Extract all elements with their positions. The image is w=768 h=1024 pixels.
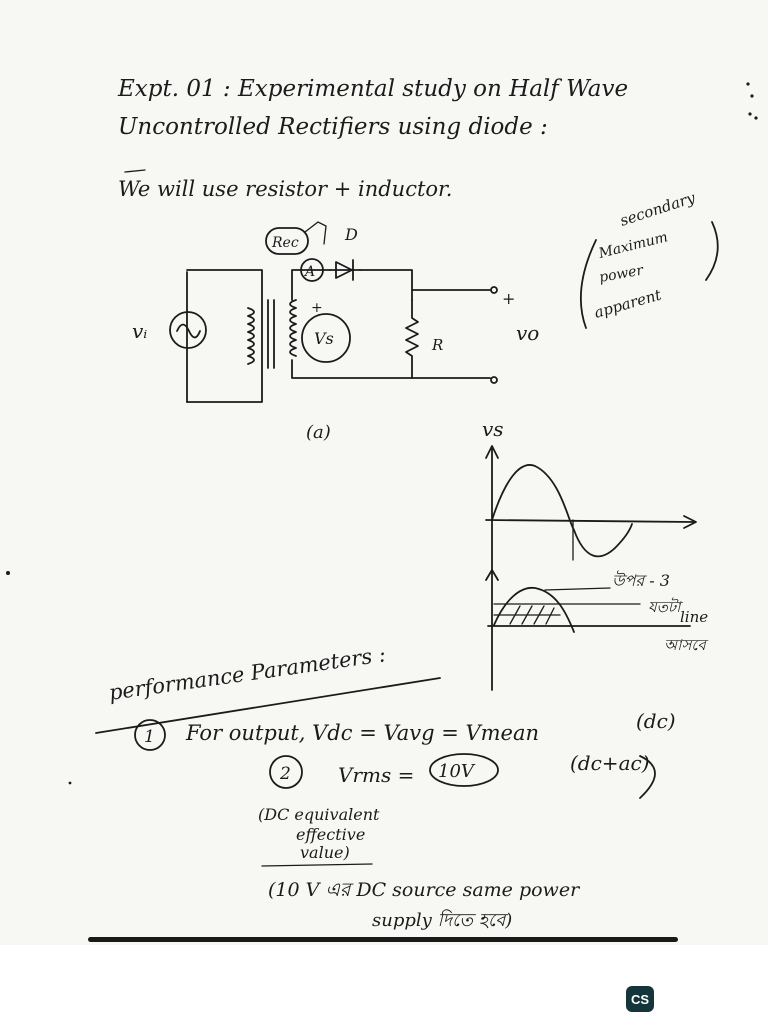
title-line-2: Uncontrolled Rectifiers using diode :: [118, 114, 548, 140]
side-note: secondary Maximum power apparent: [579, 188, 719, 329]
notebook-page: [0, 0, 768, 945]
margin-marks: [6, 82, 758, 785]
item2-lhs: Vrms =: [338, 763, 414, 787]
performance-heading: performance Parameters :: [107, 642, 387, 705]
graph-label-vs: vs: [482, 417, 504, 441]
label-vo: vo: [516, 321, 539, 345]
label-rec: Rec: [271, 235, 299, 251]
performance-section: performance Parameters : 1 For output, V…: [95, 642, 676, 931]
item1-text: For output, Vdc = Vavg = Vmean: [185, 721, 539, 745]
page-bottom-edge: [88, 937, 678, 942]
item2-expl-line3: value): [300, 843, 350, 862]
side-note-line3: power: [598, 262, 646, 286]
camscanner-logo: CS: [626, 986, 654, 1012]
line-4: supply দিতে হবে): [372, 909, 512, 931]
label-a: (a): [306, 422, 331, 443]
rectifier-circuit: vᵢ D A Rec Vs + R + vo: [132, 221, 539, 443]
label-D: D: [344, 225, 358, 244]
side-note-line4: apparent: [592, 285, 664, 322]
graph-note-3: line: [680, 608, 708, 626]
svg-text:+: +: [311, 300, 323, 316]
item2-note: (dc+ac): [570, 751, 650, 775]
side-note-line2: Maximum: [596, 229, 669, 262]
graph-note-1: উপর - 3: [612, 570, 670, 590]
ac-source-symbol: [169, 311, 207, 349]
label-A: A: [303, 264, 315, 280]
subtitle: We will use resistor + inductor.: [118, 177, 452, 201]
graph-note-4: আসবে: [664, 636, 708, 654]
item2-expl-line2: effective: [296, 825, 365, 844]
item2-number: 2: [279, 764, 291, 784]
waveform-graphs: vs উপর - 3 যতটা line আসবে: [482, 417, 708, 691]
title-line-1: Expt. 01 : Experimental study on Half Wa…: [117, 76, 628, 102]
subtitle-dash: [124, 169, 146, 173]
graph-note-2: যতটা: [648, 597, 683, 616]
item1-note: (dc): [636, 709, 676, 733]
item2-value: 10V: [438, 761, 476, 782]
handwritten-notes: Expt. 01 : Experimental study on Half Wa…: [6, 76, 758, 931]
side-note-line1: secondary: [618, 188, 698, 229]
label-vs-circle: Vs: [314, 329, 334, 348]
line-3: (10 V এর DC source same power: [268, 879, 581, 901]
item2-expl-line1: (DC equivalent: [258, 805, 380, 824]
label-plus: +: [502, 289, 515, 308]
label-vi: vᵢ: [132, 319, 147, 343]
item1-number: 1: [144, 727, 155, 747]
label-R: R: [431, 336, 443, 354]
